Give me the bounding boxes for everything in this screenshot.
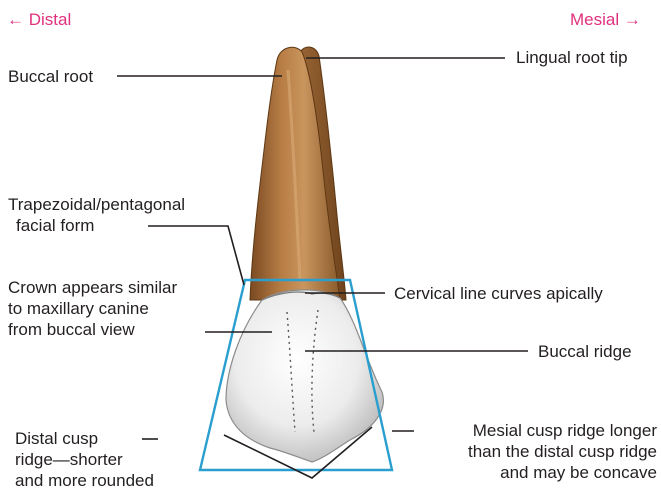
mesial-cusp-ridge-line-3: and may be concave	[421, 462, 657, 483]
mesial-cusp-ridge-label: Mesial cusp ridge longer than the distal…	[421, 420, 657, 483]
crown-similar-line-3: from buccal view	[8, 319, 177, 340]
mesial-cusp-ridge-line-1: Mesial cusp ridge longer	[421, 420, 657, 441]
crown-similar-line-2: to maxillary canine	[8, 298, 177, 319]
crown-similar-line-1: Crown appears similar	[8, 277, 177, 298]
lingual-root-tip-label: Lingual root tip	[516, 47, 628, 68]
buccal-root-label: Buccal root	[8, 66, 93, 87]
crown	[226, 290, 383, 462]
buccal-ridge-label: Buccal ridge	[538, 341, 632, 362]
distal-cusp-ridge-line-1: Distal cusp	[15, 428, 154, 449]
cervical-line-label: Cervical line curves apically	[394, 283, 603, 304]
distal-cusp-ridge-line-2: ridge—shorter	[15, 449, 154, 470]
mesial-direction-label: Mesial →	[570, 9, 641, 30]
distal-cusp-ridge-line-3: and more rounded	[15, 470, 154, 491]
distal-cusp-ridge-label: Distal cusp ridge—shorter and more round…	[15, 428, 154, 491]
facial-form-label: Trapezoidal/pentagonal facial form	[8, 194, 185, 236]
facial-form-line-2: facial form	[8, 215, 185, 236]
facial-form-line-1: Trapezoidal/pentagonal	[8, 194, 185, 215]
distal-direction-label: ← Distal	[7, 9, 71, 30]
mesial-cusp-ridge-line-2: than the distal cusp ridge	[421, 441, 657, 462]
crown-similar-label: Crown appears similar to maxillary canin…	[8, 277, 177, 340]
